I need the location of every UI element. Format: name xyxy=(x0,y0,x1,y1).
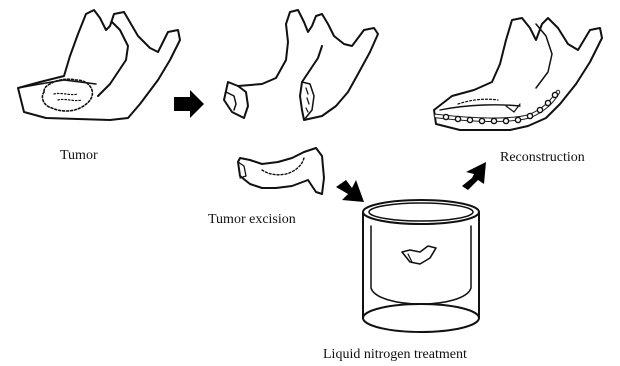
arrow-icon-2 xyxy=(336,180,364,202)
label-liquid-nitrogen-treatment: Liquid nitrogen treatment xyxy=(323,348,467,362)
liquid-nitrogen-container-icon xyxy=(363,200,479,332)
label-reconstruction: Reconstruction xyxy=(500,151,585,165)
arrow-icon-1 xyxy=(174,90,204,118)
label-tumor: Tumor xyxy=(60,149,98,163)
mandible-with-tumor-icon xyxy=(18,10,180,120)
resected-mandible-icon xyxy=(224,10,378,120)
arrow-icon-3 xyxy=(462,162,486,190)
reconstructed-mandible-with-plate-icon xyxy=(434,18,602,130)
label-tumor-excision: Tumor excision xyxy=(208,213,296,227)
excised-bone-segment-icon xyxy=(238,148,324,194)
